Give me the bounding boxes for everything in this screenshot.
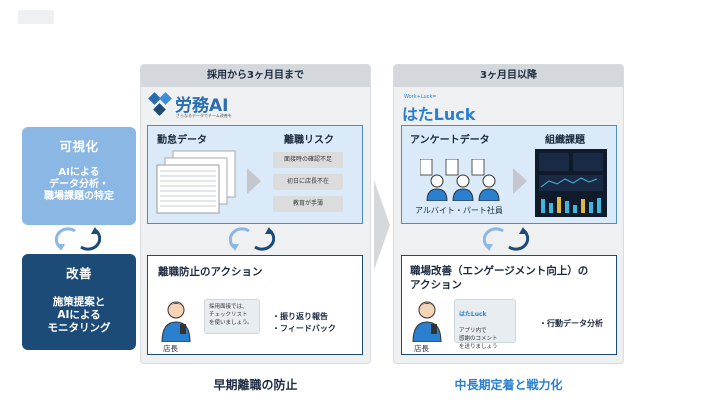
early-action-title: 離職防止のアクション — [158, 266, 263, 278]
later-action-item: ・行動データ分析 — [539, 319, 603, 328]
chevron-right-icon — [247, 168, 261, 194]
later-action-title: 職場改善（エンゲージメント向上）の アクション — [410, 265, 589, 291]
cycle-arrows-icon — [229, 227, 275, 251]
later-bottom-label: 中長期定着と戦力化 — [454, 378, 563, 392]
hataluck-tagline: Work+Luck= — [404, 94, 437, 100]
early-bottom-label: 早期離職の防止 — [213, 378, 298, 392]
later-person-label: 店長 — [414, 344, 429, 353]
roumu-ai-logo-sub: さらなるデータでチーム改善を — [176, 113, 232, 118]
staff-people-icon — [420, 159, 500, 201]
early-person-label: 店長 — [163, 344, 178, 353]
risk-title: 離職リスク — [284, 135, 334, 146]
org-issues-title: 組織課題 — [545, 135, 585, 146]
panel-early-header: 採用から3ヶ月目まで — [141, 65, 370, 87]
dashboard-thumbnail-icon — [535, 149, 607, 217]
roumu-ai-logo-icon — [148, 92, 172, 116]
chevron-right-icon — [513, 168, 527, 194]
improve-body: 施策提案と AIによる モニタリング — [47, 296, 111, 334]
panel-later-header: 3ヶ月目以降 — [394, 65, 623, 87]
big-arrow-right-icon — [374, 180, 390, 270]
survey-data-label: アンケートデータ — [410, 135, 490, 146]
early-action-item: ・フィードバック — [272, 324, 336, 333]
corner-logo-placeholder — [18, 10, 54, 24]
hataluck-logo-text: はたLuck — [402, 105, 476, 124]
staff-label: アルバイト・パート社員 — [415, 206, 503, 215]
early-advice-bubble: 採用面接では、 チェックリスト を使いましょう。 — [204, 299, 260, 334]
visualize-box: 可視化 AIによる データ分析・ 職場課題の特定 — [22, 127, 136, 225]
visualize-title: 可視化 — [59, 139, 99, 154]
bubble-text: アプリ内で 感謝のコメント を送りましょう — [459, 328, 498, 350]
improve-box: 改善 施策提案と AIによる モニタリング — [22, 254, 136, 350]
bubble-hataluck-logo: はたLuck — [459, 311, 487, 318]
visualize-body: AIによる データ分析・ 職場課題の特定 — [44, 167, 114, 202]
spreadsheet-icon — [156, 150, 236, 214]
risk-item: 初日に店長不在 — [273, 174, 343, 190]
early-action-item: ・振り返り報告 — [272, 312, 328, 321]
manager-person-icon — [161, 301, 191, 342]
risk-item: 教育が手薄 — [273, 196, 343, 212]
later-advice-bubble: はたLuck アプリ内で 感謝のコメント を送りましょう — [454, 299, 516, 350]
cycle-arrows-icon — [483, 227, 529, 251]
attendance-data-label: 勤怠データ — [157, 135, 207, 146]
improve-title: 改善 — [65, 266, 92, 281]
cycle-arrows-icon — [55, 227, 101, 251]
roumu-ai-logo-text: 労務AI — [175, 96, 229, 116]
manager-person-icon — [412, 301, 442, 342]
risk-item: 面接時の確認不足 — [273, 152, 343, 168]
